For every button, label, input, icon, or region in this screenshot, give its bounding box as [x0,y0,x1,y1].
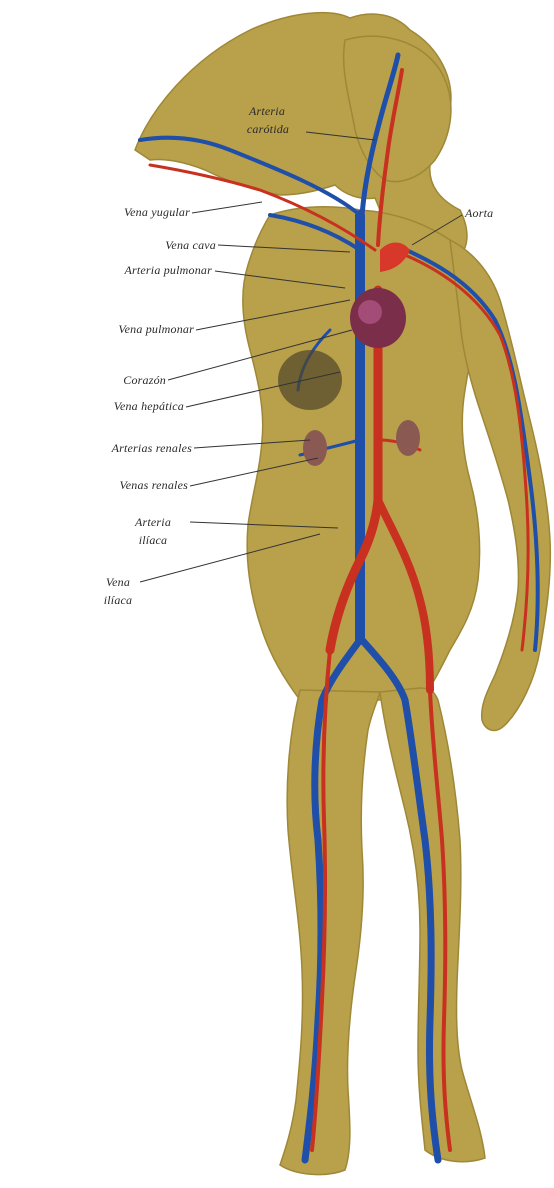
label-corazon: Corazón [40,373,166,387]
label-vena-iliaca-line2: ilíaca [94,593,142,607]
label-arteria-iliaca-line2: ilíaca [118,533,188,547]
label-venas-renales: Venas renales [20,478,188,492]
label-vena-pulmonar: Vena pulmonar [20,322,194,336]
label-vena-hepatica: Vena hepática [20,399,184,413]
leader-vena-yugular [192,202,262,213]
label-arterias-renales: Arterias renales [20,441,192,455]
label-arteria-pulmonar: Arteria pulmonar [20,263,212,277]
label-vena-cava: Vena cava [40,238,216,252]
label-arteria-carotida-line1: Arteria [232,104,302,118]
label-arteria-carotida-line2: carótida [232,122,304,136]
label-arteria-iliaca-line1: Arteria [118,515,188,529]
label-vena-yugular: Vena yugular [10,205,190,219]
label-aorta: Aorta [465,206,493,220]
label-vena-iliaca-line1: Vena [94,575,142,589]
